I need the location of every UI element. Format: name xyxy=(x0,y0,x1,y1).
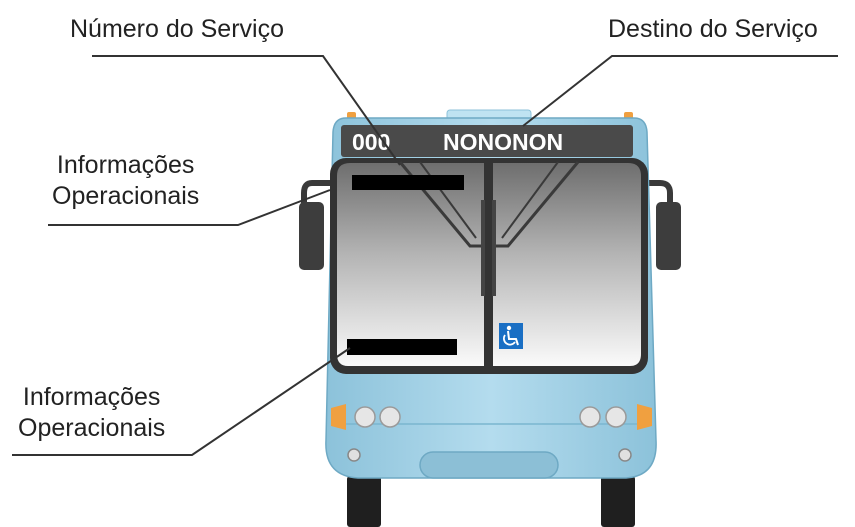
door-edge xyxy=(481,200,485,296)
sign-service-destination: NONONON xyxy=(443,129,563,155)
left-mirror xyxy=(299,202,324,270)
callout-line-operational-info-top xyxy=(48,189,331,226)
right-fog-light xyxy=(618,448,632,462)
left-turn-signal xyxy=(331,404,346,430)
right-mirror-arm xyxy=(646,180,673,204)
front-grille xyxy=(419,451,559,479)
callout-line-service-destination xyxy=(522,55,838,127)
callout-line-operational-info-bottom xyxy=(12,347,351,456)
operational-info-panel-top xyxy=(352,175,464,190)
operational-info-bottom-label: Informações Operacionais xyxy=(18,382,165,444)
service-number-label: Número do Serviço xyxy=(70,15,284,43)
operational-info-bottom-line-2: Operacionais xyxy=(18,414,166,442)
destination-sign xyxy=(341,125,633,157)
right-wiper-arm xyxy=(501,161,559,239)
right-mirror xyxy=(656,202,681,270)
left-wiper-arm xyxy=(419,161,477,239)
callout-line-service-number xyxy=(92,55,401,166)
left-headlight-outer xyxy=(354,406,376,428)
left-headlight-inner xyxy=(379,406,401,428)
right-headlight-inner xyxy=(579,406,601,428)
windshield-right-glass xyxy=(493,163,641,366)
left-fog-light xyxy=(347,448,361,462)
operational-info-top-label: Informações Operacionais xyxy=(52,150,199,212)
left-wheel xyxy=(347,476,381,527)
right-wiper xyxy=(493,161,580,248)
right-wheel xyxy=(601,476,635,527)
windshield-left-glass xyxy=(337,163,484,366)
right-turn-signal xyxy=(637,404,652,430)
operational-info-bottom-line-1: Informações xyxy=(22,383,161,411)
left-mirror-arm xyxy=(301,180,332,204)
operational-info-panel-bottom xyxy=(347,339,457,355)
right-headlight-outer xyxy=(605,406,627,428)
door-edge-2 xyxy=(492,200,496,296)
service-destination-label: Destino do Serviço xyxy=(608,15,818,43)
operational-info-top-line-1: Informações xyxy=(56,151,195,179)
wheelchair-icon xyxy=(499,323,523,349)
operational-info-top-line-2: Operacionais xyxy=(52,182,200,210)
